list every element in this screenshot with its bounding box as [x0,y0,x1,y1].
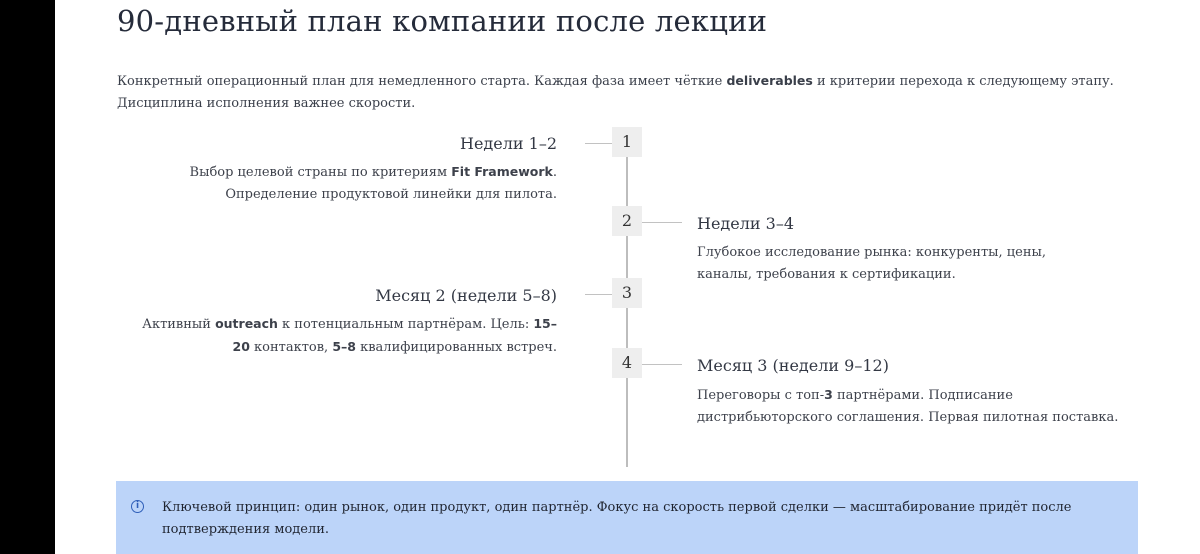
key-principle-callout: i Ключевой принцип: один рынок, один про… [116,481,1138,554]
phase-3-title: Месяц 2 (недели 5–8) [375,286,557,305]
callout-text: Ключевой принцип: один рынок, один проду… [162,500,1072,537]
intro-paragraph: Конкретный операционный план для немедле… [117,70,1117,115]
phase-4-title: Месяц 3 (недели 9–12) [697,356,889,375]
phase-3-description: Активный outreach к потенциальным партнё… [125,313,557,359]
phase-3-desc-text-3: контактов, [249,340,333,355]
phase-1-title: Недели 1–2 [459,134,557,153]
timeline-line [626,150,628,467]
phase-4-desc-bold: 3 [824,387,833,402]
phase-1-description: Выбор целевой страны по критериям Fit Fr… [125,161,557,206]
phase-3-desc-text-2: к потенциальным партнёрам. Цель: [277,317,534,332]
phase-2-badge: 2 [612,206,642,236]
phase-3-desc-bold-contacts: 15–20 [232,316,558,354]
intro-text-1: Конкретный операционный план для немедле… [117,74,727,89]
phase-4-desc-text-2: партнёрами. Подписание дистрибьюторского… [697,388,1119,425]
phase-3-desc-bold-outreach: outreach [215,316,278,331]
phase-1-connector [585,143,612,144]
page: 90-дневный план компании после лекции Ко… [55,0,1200,554]
phase-2-title: Недели 3–4 [697,214,795,233]
phase-1-badge: 1 [612,127,642,157]
phase-3-desc-bold-meetings: 5–8 [332,339,356,354]
phase-3-desc-text-4: квалифицированных встреч. [355,340,557,355]
phase-3-desc-text-1: Активный [142,317,216,332]
intro-text-2: и критерии перехода к следующему этапу. … [117,74,1114,111]
phase-3-badge: 3 [612,278,642,308]
info-icon: i [131,500,144,513]
phase-3-connector [585,294,612,295]
phase-4-badge: 4 [612,348,642,378]
phase-1-desc-text-2: . Определение продуктовой линейки для пи… [225,165,557,202]
phase-4-desc-text-1: Переговоры с топ- [697,388,825,403]
phase-4-connector [642,364,682,365]
phase-2-connector [642,222,682,223]
phase-1-desc-text-1: Выбор целевой страны по критериям [189,165,452,180]
phase-2-description: Глубокое исследование рынка: конкуренты,… [697,245,1046,282]
intro-bold-deliverables: deliverables [726,73,813,88]
phase-4-description: Переговоры с топ-3 партнёрами. Подписани… [697,384,1137,429]
page-title: 90-дневный план компании после лекции [117,4,768,38]
phase-1-desc-bold: Fit Framework [451,164,553,179]
